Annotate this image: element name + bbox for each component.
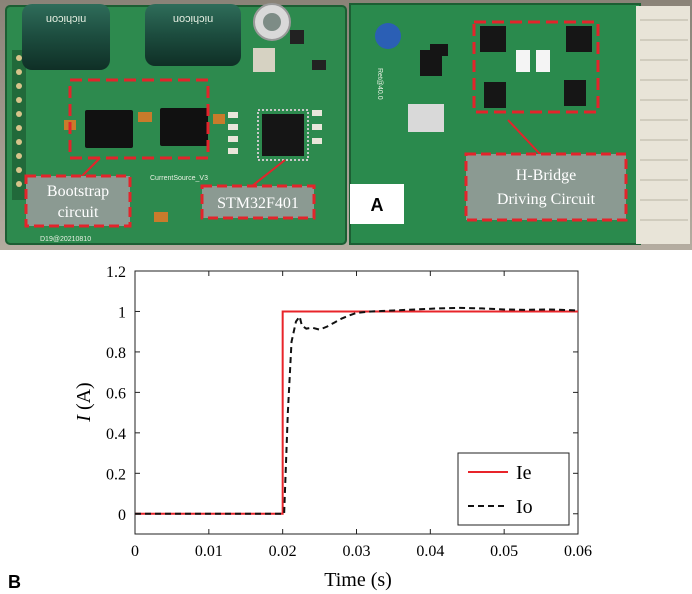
bootstrap-label-line2: circuit (58, 204, 99, 221)
y-axis-unit: (A) (73, 382, 95, 415)
y-tick-label: 0.8 (106, 345, 126, 362)
edge-connector (636, 6, 690, 244)
left-board: nichicon nichicon CurrentSource_V3 (5, 3, 347, 245)
hbridge-label-line2: Driving Circuit (497, 191, 596, 208)
panel-b-label: B (8, 572, 21, 592)
board-name-label: CurrentSource_V3 (150, 175, 208, 182)
y-tick-label: 1 (118, 304, 126, 321)
legend-box (457, 452, 570, 526)
right-board-label: Ret@40.0 (376, 68, 383, 100)
hbridge-callout: H-Bridge Driving Circuit (464, 152, 628, 222)
legend-label-io: Io (516, 496, 533, 518)
pin-header-left (12, 50, 26, 200)
x-tick-label: 0.03 (343, 543, 371, 560)
bootstrap-label-line1: Bootstrap (47, 183, 109, 200)
hbridge-label-line1: H-Bridge (516, 167, 576, 184)
bootstrap-callout: Bootstrap circuit (24, 174, 132, 228)
y-axis-label: I (A) (73, 382, 95, 422)
y-tick-label: 0.2 (106, 466, 126, 483)
series-line-io (135, 306, 579, 515)
mcu-callout: STM32F401 (200, 184, 316, 220)
regulator (408, 104, 444, 132)
x-tick-label: 0.04 (416, 543, 444, 560)
x-tick-label: 0 (131, 543, 139, 560)
board-footer-label: D19@20210810 (40, 236, 91, 243)
x-tick-label: 0.01 (195, 543, 223, 560)
panel-a-label: A (371, 195, 384, 215)
stm32-chip (257, 109, 309, 161)
y-tick-label: 0 (118, 507, 126, 524)
electrolytic-capacitors: nichicon nichicon (22, 3, 291, 72)
panel-a-box (350, 184, 404, 224)
trim-potentiometer (375, 23, 401, 49)
x-axis-label: Time (s) (324, 569, 392, 591)
axis-ticks: 0 0.01 0.02 0.03 0.04 0.05 0.06 0 0.2 0.4 0.6 0.8 1 1… (106, 264, 592, 560)
capacitor-brand-2: nichicon (173, 13, 213, 25)
x-tick-label: 0.06 (564, 543, 592, 560)
capacitor-brand-1: nichicon (46, 13, 86, 25)
series-layer (135, 306, 579, 515)
smd-components (228, 30, 326, 154)
y-tick-label: 1.2 (106, 264, 126, 281)
legend: Ie Io (457, 452, 570, 526)
mcu-label: STM32F401 (217, 195, 299, 212)
pcb-photo: nichicon nichicon CurrentSource_V3 (0, 0, 692, 250)
legend-label-ie: Ie (516, 462, 532, 484)
y-tick-label: 0.6 (106, 385, 126, 402)
y-axis-symbol: I (73, 414, 95, 423)
hbridge-outline (472, 20, 600, 114)
x-tick-label: 0.05 (490, 543, 518, 560)
current-response-chart: 0 0.01 0.02 0.03 0.04 0.05 0.06 0 0.2 0.4 0.6 0.8 1 1… (0, 250, 692, 594)
y-tick-label: 0.4 (106, 426, 126, 443)
x-tick-label: 0.02 (269, 543, 297, 560)
